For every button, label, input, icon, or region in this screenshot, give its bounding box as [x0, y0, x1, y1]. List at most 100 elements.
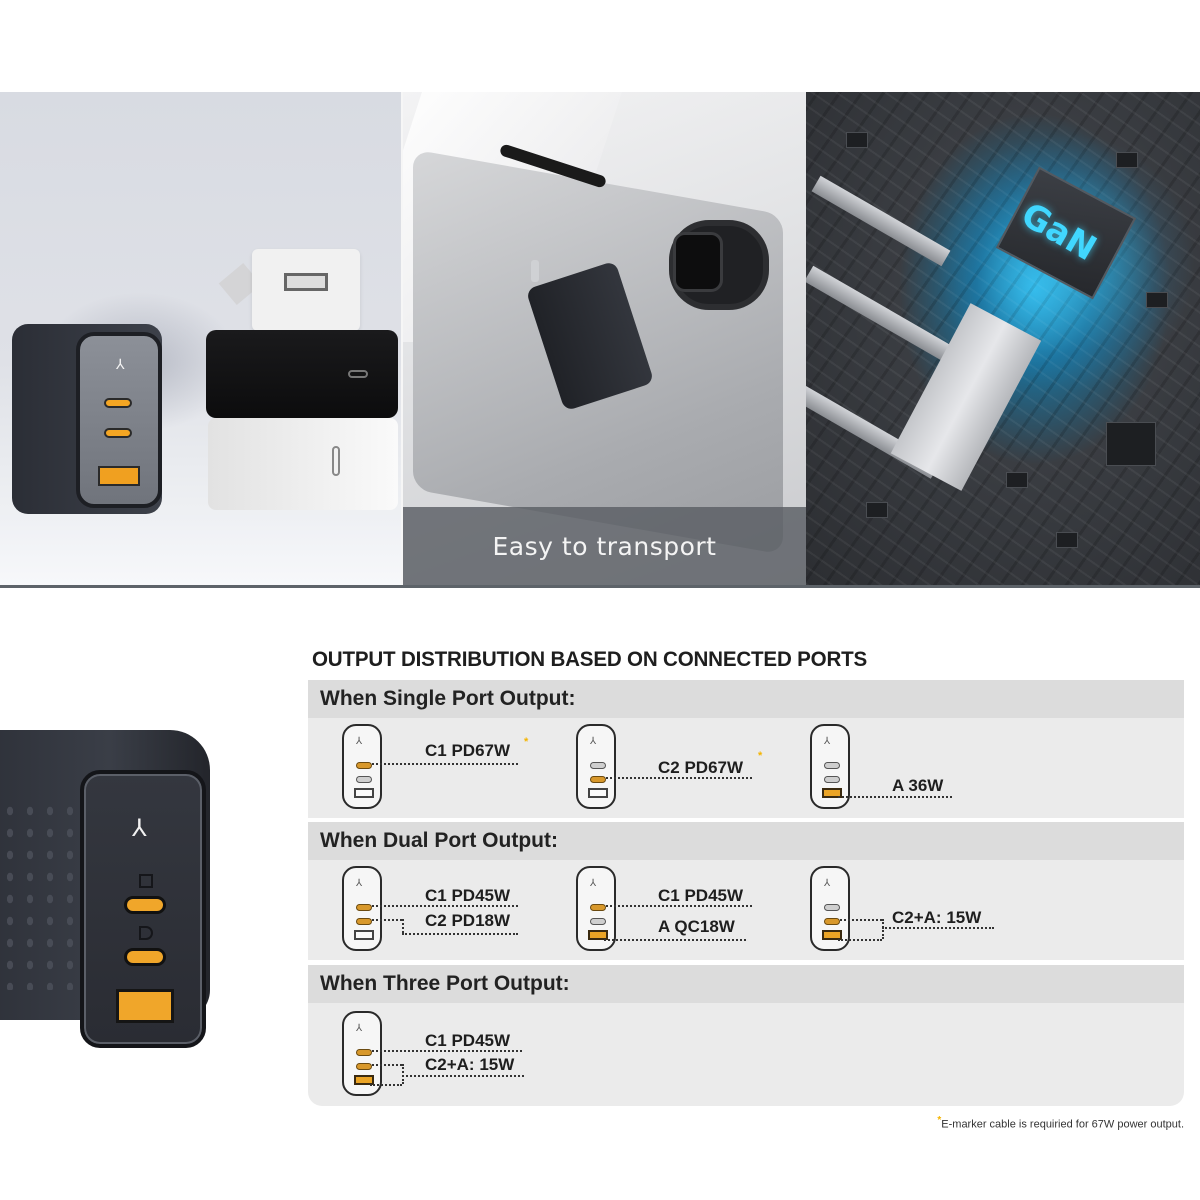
caption-bar: Easy to transport: [403, 507, 806, 585]
component: [846, 132, 868, 148]
section-three-port: When Three Port Output: ⅄ C1 PD45W C2+A:…: [308, 965, 1184, 1106]
output-label: C2 PD18W: [425, 911, 511, 930]
section-heading: When Dual Port Output:: [308, 822, 1184, 860]
output-label: C1 PD45W: [425, 1031, 511, 1050]
section-heading: When Three Port Output:: [308, 965, 1184, 1003]
brand-logo-icon: ⅄: [356, 1023, 363, 1034]
port-c2: [590, 918, 606, 925]
output-label: C1 PD45W: [425, 886, 511, 905]
port-a-active: [588, 930, 608, 940]
dot-texture: [0, 800, 90, 990]
connector-line: [402, 933, 518, 935]
connector-line: [372, 763, 518, 765]
port-a-active: [354, 1075, 374, 1085]
port-c2-active: [356, 918, 372, 925]
brand-logo-icon: ⅄: [116, 356, 125, 372]
section-dual-port: When Dual Port Output: ⅄ C1 PD45W C2 PD1…: [308, 822, 1184, 960]
port-diagram: ⅄: [342, 724, 382, 809]
output-label: C2 PD67W: [658, 758, 744, 777]
connector-line: [838, 939, 882, 941]
connector-line: [402, 1075, 524, 1077]
table-surface: [0, 515, 401, 585]
port-a-active: [822, 788, 842, 798]
port-a-active: [822, 930, 842, 940]
connector-line: [838, 796, 952, 798]
port-c2: [824, 776, 840, 783]
component: [1116, 152, 1138, 168]
pd-icon: [139, 926, 153, 940]
port-diagram: ⅄: [342, 1011, 382, 1096]
port-c1: [590, 762, 606, 769]
port-c2-active: [356, 1063, 372, 1070]
footnote-text: E-marker cable is requiried for 67W powe…: [941, 1118, 1184, 1131]
white-usb-c-charger: [208, 418, 398, 510]
connector-line: [372, 919, 402, 921]
brand-logo-icon: ⅄: [356, 736, 363, 747]
component: [866, 502, 888, 518]
laptop-icon: [139, 874, 153, 888]
usb-c-port-2: [124, 948, 166, 966]
brand-logo-icon: ⅄: [590, 736, 597, 747]
connector-line: [370, 1084, 402, 1086]
emarker-star-icon: *: [937, 1115, 942, 1126]
eu-plug-prong: [531, 260, 539, 282]
black-usb-c-charger: [206, 330, 398, 418]
photo-charger-lineup: ⅄: [0, 92, 401, 585]
connector-line: [372, 1064, 402, 1066]
port-diagram: ⅄: [576, 866, 616, 951]
connector-line: [882, 927, 994, 929]
connector-line: [402, 919, 404, 933]
port-c1: [824, 762, 840, 769]
output-label: C2+A: 15W: [425, 1055, 515, 1074]
section-single-port: When Single Port Output: ⅄ C1 PD67W * ⅄ …: [308, 680, 1184, 818]
port-a: [354, 788, 374, 798]
photo-gan-circuit: GaN: [806, 92, 1200, 585]
hero-charger-image: ⅄: [0, 730, 245, 1048]
output-label: C1 PD67W: [425, 741, 511, 760]
port-c2-active: [824, 918, 840, 925]
usb-a-port: [116, 989, 174, 1023]
port-c2: [356, 776, 372, 783]
charger-face: ⅄: [80, 770, 206, 1048]
connector-line: [882, 919, 884, 939]
ic-component: [1106, 422, 1156, 466]
distribution-panel: When Single Port Output: ⅄ C1 PD67W * ⅄ …: [308, 680, 1184, 1106]
component: [1146, 292, 1168, 308]
emarker-star-icon: *: [758, 750, 763, 762]
usb-c-port-1: [104, 398, 132, 408]
port-diagram: ⅄: [810, 866, 850, 951]
output-label: C1 PD45W: [658, 886, 744, 905]
connector-line: [606, 777, 752, 779]
connector-line: [840, 919, 882, 921]
port-diagram: ⅄: [810, 724, 850, 809]
output-label: A 36W: [892, 776, 944, 795]
gan-charger-face: ⅄: [76, 332, 162, 508]
port-c1-active: [356, 904, 372, 911]
brand-logo-icon: ⅄: [824, 878, 831, 889]
brand-logo-icon: ⅄: [132, 815, 147, 842]
section-heading: When Single Port Output:: [308, 680, 1184, 718]
port-c1-active: [356, 762, 372, 769]
port-a: [588, 788, 608, 798]
emarker-star-icon: *: [524, 736, 529, 748]
usb-a-port: [98, 466, 140, 486]
port-a: [354, 930, 374, 940]
output-label: C2+A: 15W: [892, 908, 982, 927]
connector-line: [402, 1064, 404, 1084]
caption-easy-to-transport: Easy to transport: [492, 531, 717, 561]
port-diagram: ⅄: [342, 866, 382, 951]
smartwatch-face: [673, 232, 723, 292]
footnote: *E-marker cable is requiried for 67W pow…: [937, 1115, 1184, 1131]
output-label: A QC18W: [658, 917, 735, 936]
brand-logo-icon: ⅄: [590, 878, 597, 889]
component: [1006, 472, 1028, 488]
connector-line: [372, 905, 518, 907]
brand-logo-icon: ⅄: [824, 736, 831, 747]
connector-line: [372, 1050, 522, 1052]
connector-line: [606, 905, 752, 907]
distribution-title: OUTPUT DISTRIBUTION BASED ON CONNECTED P…: [312, 648, 868, 671]
usb-c-port-2: [104, 428, 132, 438]
port-c2-active: [590, 776, 606, 783]
photo-easy-transport: Easy to transport: [401, 92, 806, 585]
usb-c-port-1: [124, 896, 166, 914]
